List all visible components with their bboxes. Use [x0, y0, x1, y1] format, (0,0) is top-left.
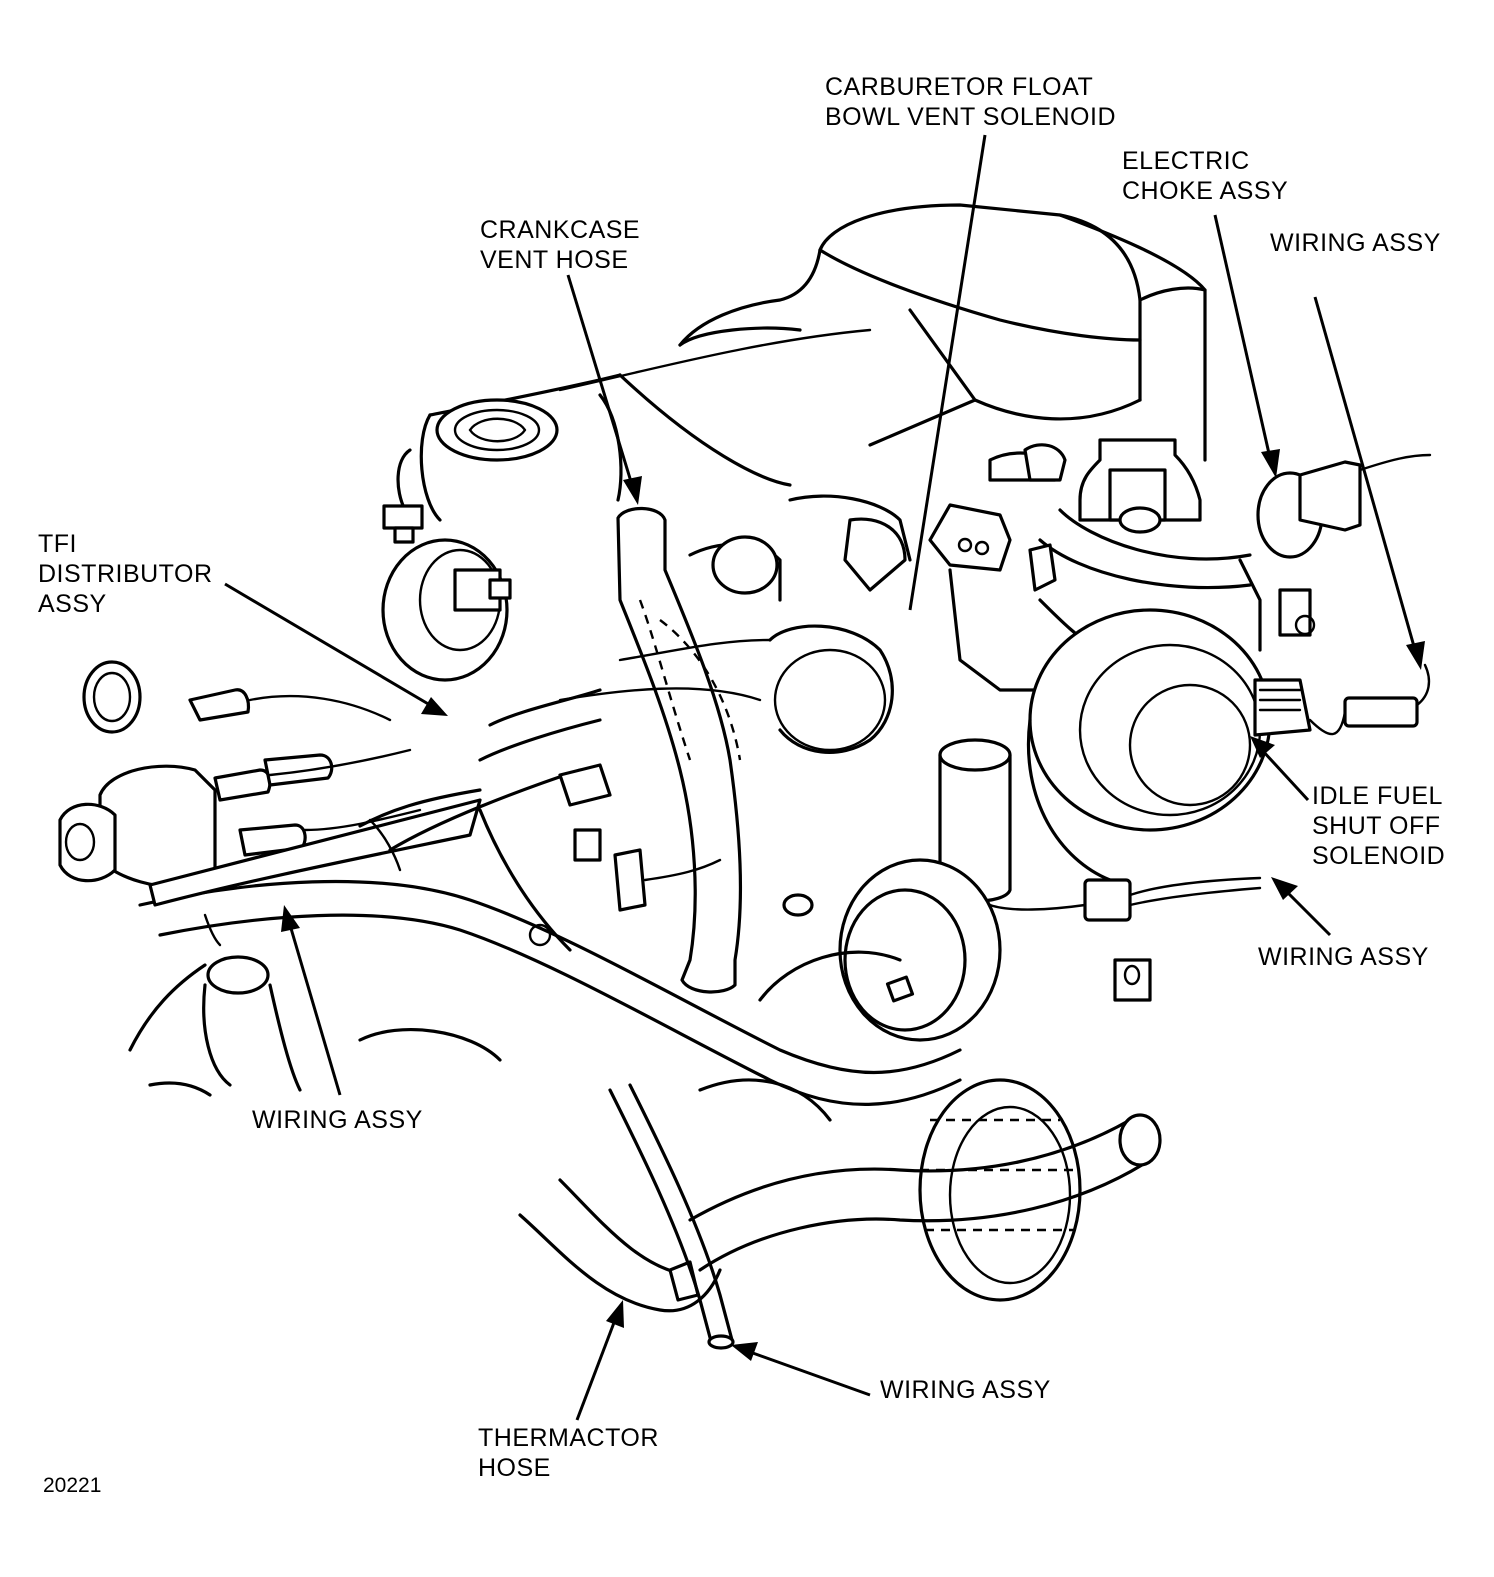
- figure-number: 20221: [43, 1474, 102, 1497]
- label-idle-fuel-shut-off-solenoid: IDLE FUEL SHUT OFF SOLENOID: [1312, 782, 1446, 870]
- label-thermactor-hose: THERMACTOR HOSE: [478, 1424, 659, 1482]
- engine-illustration: [58, 203, 1432, 1350]
- label-wiring-assy-right: WIRING ASSY: [1258, 943, 1429, 971]
- label-wiring-assy-top-right: WIRING ASSY: [1270, 229, 1441, 257]
- label-carburetor-float-bowl-vent-solenoid: CARBURETOR FLOAT BOWL VENT SOLENOID: [825, 73, 1117, 131]
- leader-lines: [224, 134, 1425, 1421]
- label-crankcase-vent-hose: CRANKCASE VENT HOSE: [480, 216, 641, 274]
- label-wiring-assy-left: WIRING ASSY: [252, 1106, 423, 1134]
- label-wiring-assy-bottom: WIRING ASSY: [880, 1376, 1051, 1404]
- label-tfi-distributor-assy: TFI DISTRIBUTOR ASSY: [38, 530, 213, 618]
- label-electric-choke-assy: ELECTRIC CHOKE ASSY: [1122, 147, 1289, 205]
